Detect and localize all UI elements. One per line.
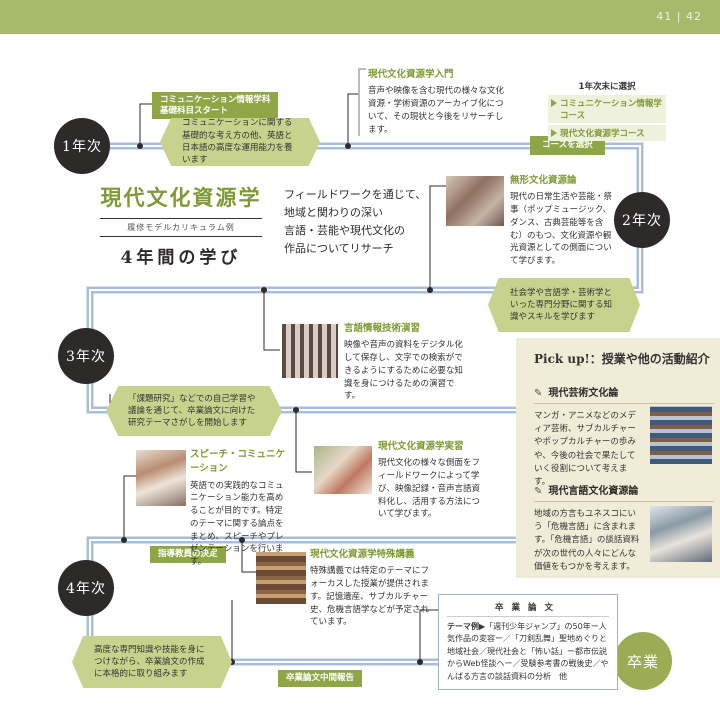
intro-line: 言語・芸能や現代文化の [284,224,405,238]
year-1-circle: 1年次 [54,118,110,174]
year-1-summary-text: コミュニケーションに関する基礎的な考え方の他、英語と日本語の高度な運用能力を養い… [182,118,293,166]
year-1-summary: コミュニケーションに関する基礎的な考え方の他、英語と日本語の高度な運用能力を養い… [160,118,320,166]
pickup-item: ✎ 現代芸術文化論 マンガ・アニメなどのメディア芸術、サブカルチャーやポップカルチ… [534,384,714,489]
course-option-comm: コミュニケーション情報学コース [548,95,666,123]
comm-start-line2: 基礎科目スタート [160,105,229,116]
pickup-panel: Pick up!：授業や他の活動紹介 ✎ 現代芸術文化論 マンガ・アニメなどのメデ… [516,338,720,578]
four-year-title: 4年間の学び [120,248,242,268]
year-4-circle: 4年次 [58,560,114,616]
note-speech: スピーチ・コミュニケーション 英語での実践的なコミュニケーション能力を高めること… [190,448,290,569]
intro-line: 地域と関わりの深い [284,206,383,220]
path-dot [229,659,235,665]
pickup-item: ✎ 現代言語文化資源論 地域の方言もユネスコにいう「危機言語」に含まれます。「危機… [534,482,714,574]
course-option-culture: 現代文化資源学コース [548,125,666,141]
pickup-header: Pick up!：授業や他の活動紹介 [534,352,710,366]
page-number: 41 | 42 [656,10,702,23]
pickup-item-text: 地域の方言もユネスコにいう「危機言語」に含まれます。「危機言語」の談話資料が次の… [534,509,640,572]
photo-practice [314,446,372,494]
pickup-item-title: 現代芸術文化論 [548,388,619,399]
note-title: 無形文化資源論 [510,175,577,186]
year-2-summary: 社会学や言語学・芸術学といった専門分野に関する知識やスキルを学びます [488,278,640,332]
course-choice-header: 1年次末に選択 [578,82,636,92]
top-bar [0,0,720,34]
thesis-theme-header: 卒業論文 [447,601,609,617]
note-text: 英語での実践的なコミュニケーション能力を高めることが目的です。特定のテーマに関す… [190,480,284,568]
curriculum-subtitle: 履修モデルカリキュラム例 [100,218,262,237]
note-text: 特殊講義では特定のテーマにフォーカスした授業が提供されます。記憶遺産、サブカルチ… [310,566,430,628]
pickup-item-title: 現代言語文化資源論 [548,486,639,497]
thesis-theme-label: テーマ例 [447,622,479,631]
note-title: 現代文化資源学入門 [368,69,454,80]
graduation-circle: 卒業 [614,632,672,690]
photo-art-culture [650,406,712,464]
pen-icon: ✎ [534,388,543,399]
note-text: 現代の日常生活や芸能・祭事（ポップミュージック、ダンス、古典芸能等を含む）のもつ… [510,192,613,266]
note-title: スピーチ・コミュニケーション [190,449,286,475]
midterm-tag: 卒業論文中間報告 [278,670,363,687]
course-choice-box: 1年次末に選択 コミュニケーション情報学コース 現代文化資源学コース [548,80,666,143]
advisor-tag: 指導教員の決定 [150,546,226,563]
note-intro-course: 現代文化資源学入門 音声や映像を含む現代の様々な文化資源・学術資源のアーカイブ化… [358,68,505,137]
note-title: 現代文化資源学特殊講義 [310,549,415,560]
path-dot [239,537,245,543]
year-3-summary: 「課題研究」などでの自己学習や議論を通じて、卒業論文に向けた研究テーマさがしを開… [106,386,282,436]
note-lang-tech: 言語情報技術演習 映像や音声の資料をデジタル化して保存し、文字での検索ができるよ… [344,322,468,403]
photo-language-culture [650,506,712,562]
photo-speech [136,450,186,506]
note-practice: 現代文化資源学実習 現代文化の様々な側面をフィールドワークによって学び、映像記録… [378,440,486,521]
photo-special [256,552,306,604]
pen-icon: ✎ [534,486,543,497]
note-title: 言語情報技術演習 [344,323,421,334]
note-text: 映像や音声の資料をデジタル化して保存し、文字での検索ができるようにするために必要… [344,340,463,402]
note-text: 音声や映像を含む現代の様々な文化資源・学術資源のアーカイブ化について、その現状と… [368,86,505,135]
year-4-summary-text: 高度な専門知識や技能を身につけながら、卒業論文の作成に本格的に取り組みます [94,644,205,680]
comm-start-line1: コミュニケーション情報学科 [160,95,271,105]
path-dot [121,537,127,543]
path-dot [137,143,143,149]
year-2-summary-text: 社会学や言語学・芸術学といった専門分野に関する知識やスキルを学びます [510,287,613,323]
pickup-item-text: マンガ・アニメなどのメディア芸術、サブカルチャーやポップカルチャーの歩みや、今後… [534,411,636,487]
main-title-block: 現代文化資源学 履修モデルカリキュラム例 4年間の学び [96,182,266,268]
note-title: 現代文化資源学実習 [378,441,464,452]
path-dot [427,287,433,293]
thesis-theme-box: 卒業論文 テーマ例▶「週刊少年ジャンプ」の50年ー人気作品の変容ー／「刀剣乱舞」… [438,594,618,690]
path-dot [261,287,267,293]
path-dot [293,407,299,413]
path-dot [417,659,423,665]
path-dot [345,143,351,149]
note-intangible: 無形文化資源論 現代の日常生活や芸能・祭事（ポップミュージック、ダンス、古典芸能… [510,174,616,268]
year-4-summary: 高度な専門知識や技能を身につけながら、卒業論文の作成に本格的に取り組みます [72,636,232,688]
intro-line: フィールドワークを通じて、 [284,188,427,201]
year-3-summary-text: 「課題研究」などでの自己学習や議論を通じて、卒業論文に向けた研究テーマさがしを開… [128,393,256,429]
note-text: 現代文化の様々な側面をフィールドワークによって学び、映像記録・音声言語資料化し、… [378,458,481,520]
intro-text: フィールドワークを通じて、 地域と関わりの深い 言語・芸能や現代文化の 作品につ… [284,186,426,259]
year-2-circle: 2年次 [614,192,670,248]
note-special: 現代文化資源学特殊講義 特殊講義では特定のテーマにフォーカスした授業が提供されま… [310,548,436,629]
main-title: 現代文化資源学 [100,185,262,210]
comm-start-tag: コミュニケーション情報学科 基礎科目スタート [152,92,279,120]
thesis-theme-text: ▶「週刊少年ジャンプ」の50年ー人気作品の変容ー／「刀剣乱舞」聖地めぐりと地域社… [447,622,609,681]
year-3-circle: 3年次 [58,328,114,384]
intro-line: 作品についてリサーチ [284,242,394,256]
photo-intangible [446,176,504,226]
photo-lang-tech [282,324,338,378]
